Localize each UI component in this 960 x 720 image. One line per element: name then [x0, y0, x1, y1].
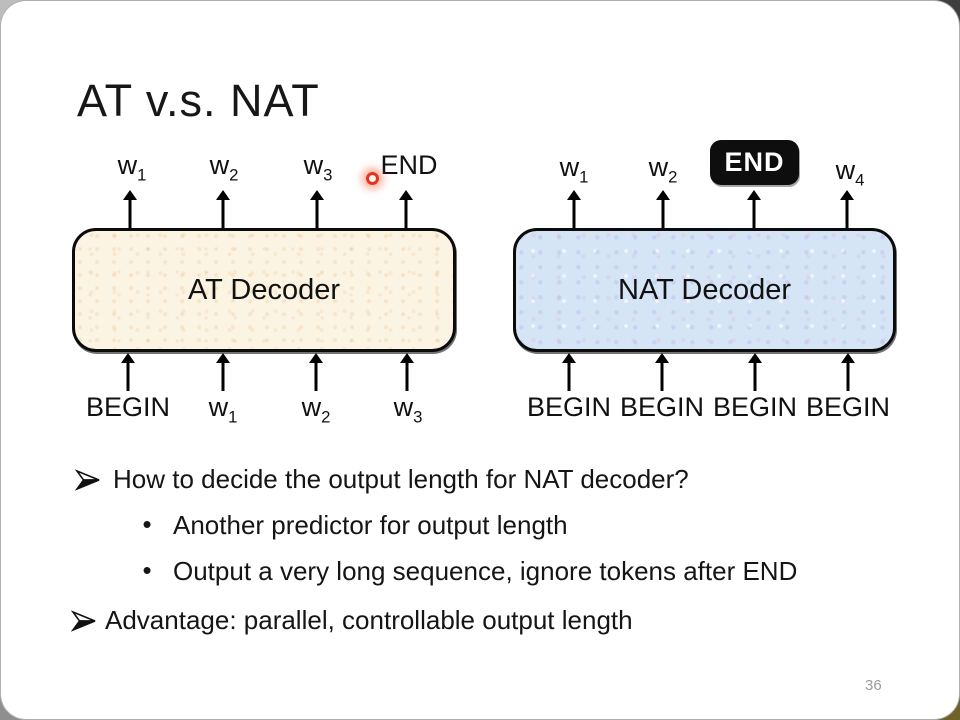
at-input-w3: w3 — [393, 392, 423, 427]
at-input-arrow-icon — [309, 353, 323, 391]
nat-input-arrow-icon — [748, 353, 762, 391]
sub-bullet-2: Output a very long sequence, ignore toke… — [173, 556, 798, 586]
nat-decoder-box: NAT Decoder — [513, 228, 896, 352]
nat-decoder-label: NAT Decoder — [618, 273, 791, 306]
nat-output-arrow-icon — [840, 190, 854, 228]
nat-output-arrow-icon — [567, 190, 581, 228]
nat-input-arrow-icon — [655, 353, 669, 391]
page-number: 36 — [865, 677, 882, 694]
nat-input-begin-3: BEGIN — [712, 392, 798, 422]
at-input-arrow-icon — [400, 353, 414, 391]
at-input-w2: w2 — [301, 392, 331, 427]
arrow-bullet-icon — [70, 610, 97, 637]
nat-input-begin-4: BEGIN — [805, 392, 891, 422]
at-output-w2: w2 — [209, 150, 239, 185]
nat-output-w4: w4 — [835, 155, 865, 190]
nat-input-begin-1: BEGIN — [526, 392, 612, 422]
at-decoder-box: AT Decoder — [72, 228, 456, 352]
bullet-item-2: Advantage: parallel, controllable output… — [105, 605, 633, 635]
nat-output-w2: w2 — [648, 152, 678, 187]
nat-input-arrow-icon — [841, 353, 855, 391]
bullet-item-1: How to decide the output length for NAT … — [113, 464, 689, 494]
at-input-begin: BEGIN — [85, 392, 171, 422]
at-output-w1: w1 — [117, 150, 147, 185]
dot-bullet: • — [142, 509, 152, 539]
at-output-arrow-icon — [399, 190, 413, 228]
at-output-arrow-icon — [216, 190, 230, 228]
nat-input-begin-2: BEGIN — [619, 392, 705, 422]
nat-input-arrow-icon — [562, 353, 576, 391]
nat-output-end-badge: END — [710, 140, 799, 185]
arrow-bullet-icon — [74, 469, 101, 496]
at-input-arrow-icon — [121, 353, 135, 391]
slide-title: AT v.s. NAT — [77, 75, 320, 126]
at-output-arrow-icon — [310, 190, 324, 228]
nat-output-w1: w1 — [559, 152, 589, 187]
at-decoder-label: AT Decoder — [187, 273, 341, 306]
at-output-w3: w3 — [303, 150, 333, 185]
at-output-end: END — [380, 150, 438, 180]
nat-output-arrow-icon — [656, 190, 670, 228]
at-input-arrow-icon — [216, 353, 230, 391]
laser-pointer-dot — [366, 172, 379, 185]
at-input-w1: w1 — [208, 392, 238, 427]
nat-output-arrow-icon — [747, 190, 761, 228]
sub-bullet-1: Another predictor for output length — [173, 510, 568, 540]
at-output-arrow-icon — [123, 190, 137, 228]
dot-bullet: • — [142, 555, 152, 585]
